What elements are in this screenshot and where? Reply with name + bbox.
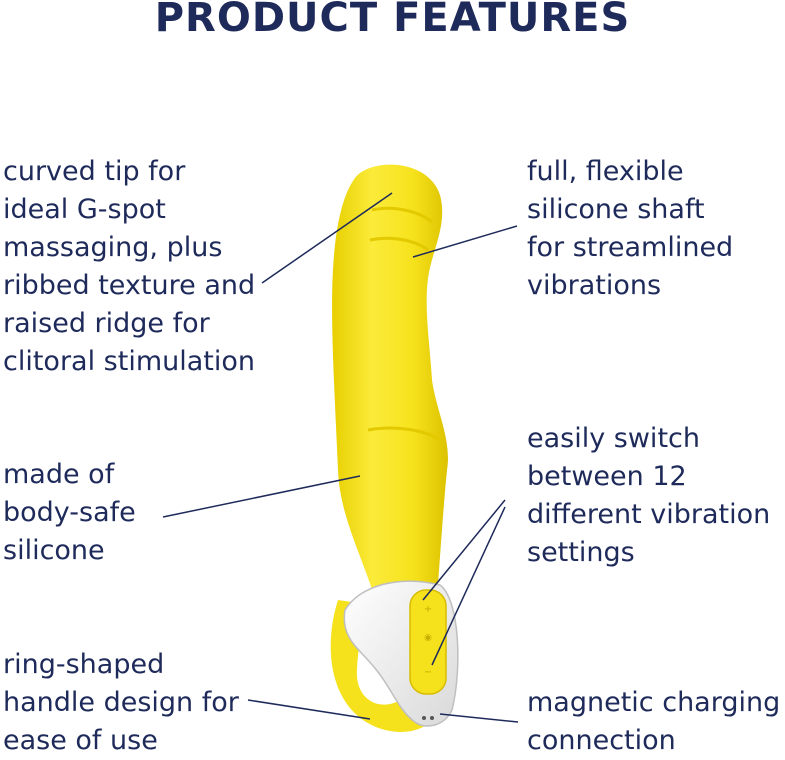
power-icon: ◉ — [424, 633, 432, 643]
feature-magnetic-charging: magnetic charging connection — [527, 687, 781, 756]
plus-icon: + — [424, 604, 432, 615]
minus-icon: − — [424, 667, 432, 678]
page-title: PRODUCT FEATURES — [154, 0, 631, 41]
charging-port-icon — [430, 716, 434, 720]
feature-body-safe: made of body-safe silicone — [3, 459, 136, 566]
feature-flexible-shaft: full, flexible silicone shaft for stream… — [527, 156, 734, 301]
feature-ring-handle: ring-shaped handle design for ease of us… — [3, 649, 239, 756]
charging-port-icon — [422, 716, 426, 720]
rib-detail — [371, 206, 433, 224]
product-shaft — [332, 164, 448, 615]
leader-lines — [162, 192, 519, 723]
rib-detail — [369, 236, 429, 252]
feature-vibration-settings: easily switch between 12 different vibra… — [527, 423, 771, 568]
rib-detail — [367, 426, 441, 442]
feature-curved-tip: curved tip for ideal G-spot massaging, p… — [3, 156, 256, 377]
control-button — [409, 589, 447, 695]
